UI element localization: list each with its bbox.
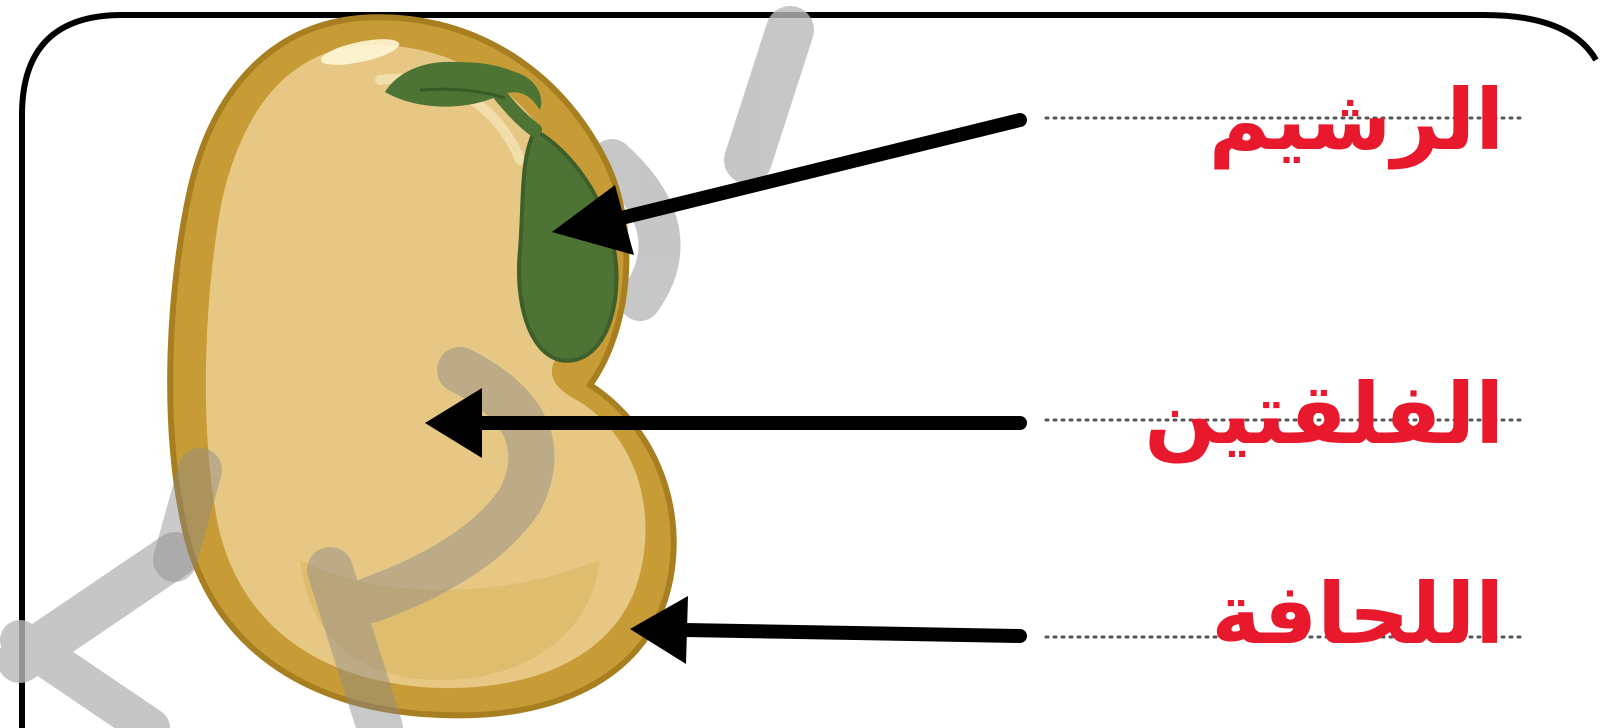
label-seed-coat: اللحافة	[1211, 572, 1504, 656]
bean-seed	[170, 17, 674, 715]
label-embryo: الرشيم	[1209, 78, 1504, 162]
arrow-seed-coat	[630, 596, 1020, 664]
label-cotyledons: الفلقتين	[1144, 372, 1504, 456]
